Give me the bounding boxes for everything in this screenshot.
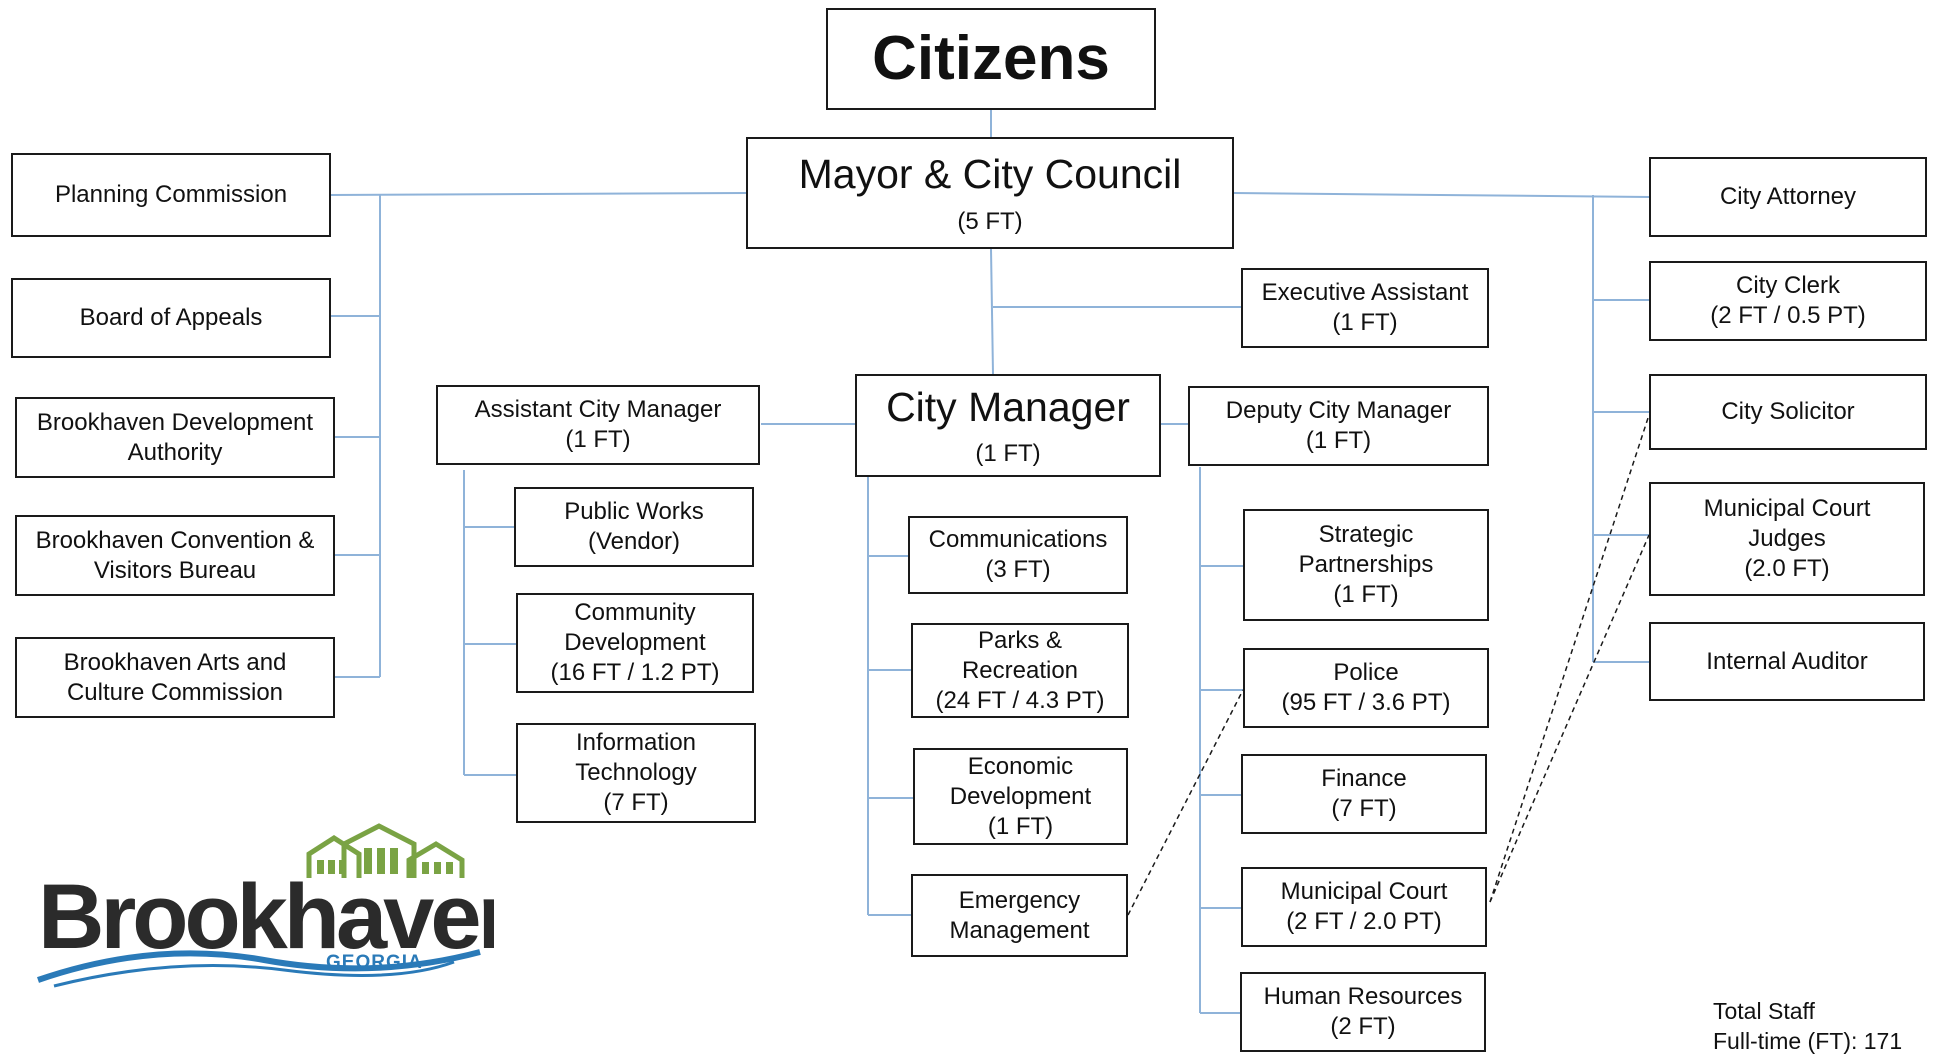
dept-municipal-court: Municipal Court (2 FT / 2.0 PT) — [1241, 867, 1487, 947]
department-label: Emergency Management — [949, 886, 1090, 944]
citizens-box: Citizens — [826, 8, 1156, 110]
logo-state: GEORGIA — [326, 952, 423, 973]
dept-information-technology: Information Technology (7 FT) — [516, 723, 756, 823]
dept-strategic-partnerships: Strategic Partnerships (1 FT) — [1243, 509, 1489, 621]
board-label: Brookhaven Convention & Visitors Bureau — [35, 526, 315, 584]
internal-auditor-box: Internal Auditor — [1649, 622, 1925, 701]
board-development-authority: Brookhaven Development Authority — [15, 397, 335, 478]
dept-communications: Communications (3 FT) — [908, 516, 1128, 594]
staff-totals: Total Staff Full-time (FT): 171 — [1713, 997, 1902, 1057]
mayor-city-council-box: Mayor & City Council (5 FT) — [746, 137, 1234, 249]
dept-economic-development: Economic Development (1 FT) — [913, 748, 1128, 845]
department-label: Municipal Court (2 FT / 2.0 PT) — [1280, 878, 1448, 935]
executive-assistant-label: Executive Assistant (1 FT) — [1261, 279, 1469, 336]
board-convention-visitors-bureau: Brookhaven Convention & Visitors Bureau — [15, 515, 335, 596]
department-label: Police (95 FT / 3.6 PT) — [1281, 659, 1451, 716]
department-label: Human Resources (2 FT) — [1263, 983, 1463, 1040]
assistant-city-manager-label: Assistant City Manager (1 FT) — [474, 396, 722, 453]
executive-assistant-box: Executive Assistant (1 FT) — [1241, 268, 1489, 348]
council-staff-label: Internal Auditor — [1706, 647, 1868, 675]
department-label: Finance (7 FT) — [1321, 765, 1407, 822]
brookhaven-logo-graphic: Brookhaven GEORGIA — [37, 823, 534, 988]
mayor-city-council-staff: (5 FT) — [957, 207, 1023, 235]
board-label: Brookhaven Arts and Culture Commission — [63, 648, 287, 706]
department-label: Communications (3 FT) — [928, 526, 1108, 583]
mayor-city-council-title: Mayor & City Council — [798, 151, 1182, 198]
dept-parks-recreation: Parks & Recreation (24 FT / 4.3 PT) — [911, 623, 1129, 718]
logo-wordmark: Brookhaven — [38, 866, 494, 968]
city-manager-box: City Manager (1 FT) — [855, 374, 1161, 477]
dept-police: Police (95 FT / 3.6 PT) — [1243, 648, 1489, 728]
council-staff-label: City Solicitor — [1721, 398, 1855, 425]
board-label: Brookhaven Development Authority — [36, 408, 314, 466]
council-staff-label: Municipal Court Judges (2.0 FT) — [1703, 495, 1871, 582]
council-staff-label: City Clerk (2 FT / 0.5 PT) — [1710, 272, 1866, 329]
board-label: Board of Appeals — [79, 304, 263, 331]
board-label: Planning Commission — [54, 181, 288, 208]
dept-emergency-management: Emergency Management — [911, 874, 1128, 957]
department-label: Community Development (16 FT / 1.2 PT) — [550, 599, 720, 686]
board-board-of-appeals: Board of Appeals — [11, 278, 331, 358]
city-attorney-box: City Attorney — [1649, 157, 1927, 237]
brookhaven-logo: Brookhaven GEORGIA — [34, 820, 534, 1000]
deputy-city-manager-box: Deputy City Manager (1 FT) — [1188, 386, 1489, 466]
department-label: Strategic Partnerships (1 FT) — [1298, 521, 1434, 608]
department-label: Parks & Recreation (24 FT / 4.3 PT) — [935, 626, 1105, 714]
board-arts-culture-commission: Brookhaven Arts and Culture Commission — [15, 637, 335, 718]
department-label: Economic Development (1 FT) — [949, 752, 1092, 840]
dept-finance: Finance (7 FT) — [1241, 754, 1487, 834]
full-time-count: Full-time (FT): 171 — [1713, 1027, 1903, 1054]
council-staff-label: City Attorney — [1719, 183, 1857, 210]
department-label: Public Works (Vendor) — [564, 498, 704, 555]
total-staff-label: Total Staff — [1713, 998, 1815, 1024]
deputy-city-manager-label: Deputy City Manager (1 FT) — [1225, 397, 1452, 454]
city-manager-title: City Manager — [886, 383, 1130, 430]
board-planning-commission: Planning Commission — [11, 153, 331, 237]
city-clerk-box: City Clerk (2 FT / 0.5 PT) — [1649, 261, 1927, 341]
city-manager-staff: (1 FT) — [975, 440, 1041, 468]
dept-community-development: Community Development (16 FT / 1.2 PT) — [516, 593, 754, 693]
dept-human-resources: Human Resources (2 FT) — [1240, 972, 1486, 1052]
city-solicitor-box: City Solicitor — [1649, 374, 1927, 450]
department-label: Information Technology (7 FT) — [575, 729, 697, 816]
assistant-city-manager-box: Assistant City Manager (1 FT) — [436, 385, 760, 465]
citizens-label: Citizens — [872, 24, 1110, 94]
municipal-court-judges-box: Municipal Court Judges (2.0 FT) — [1649, 482, 1925, 596]
dept-public-works: Public Works (Vendor) — [514, 487, 754, 567]
